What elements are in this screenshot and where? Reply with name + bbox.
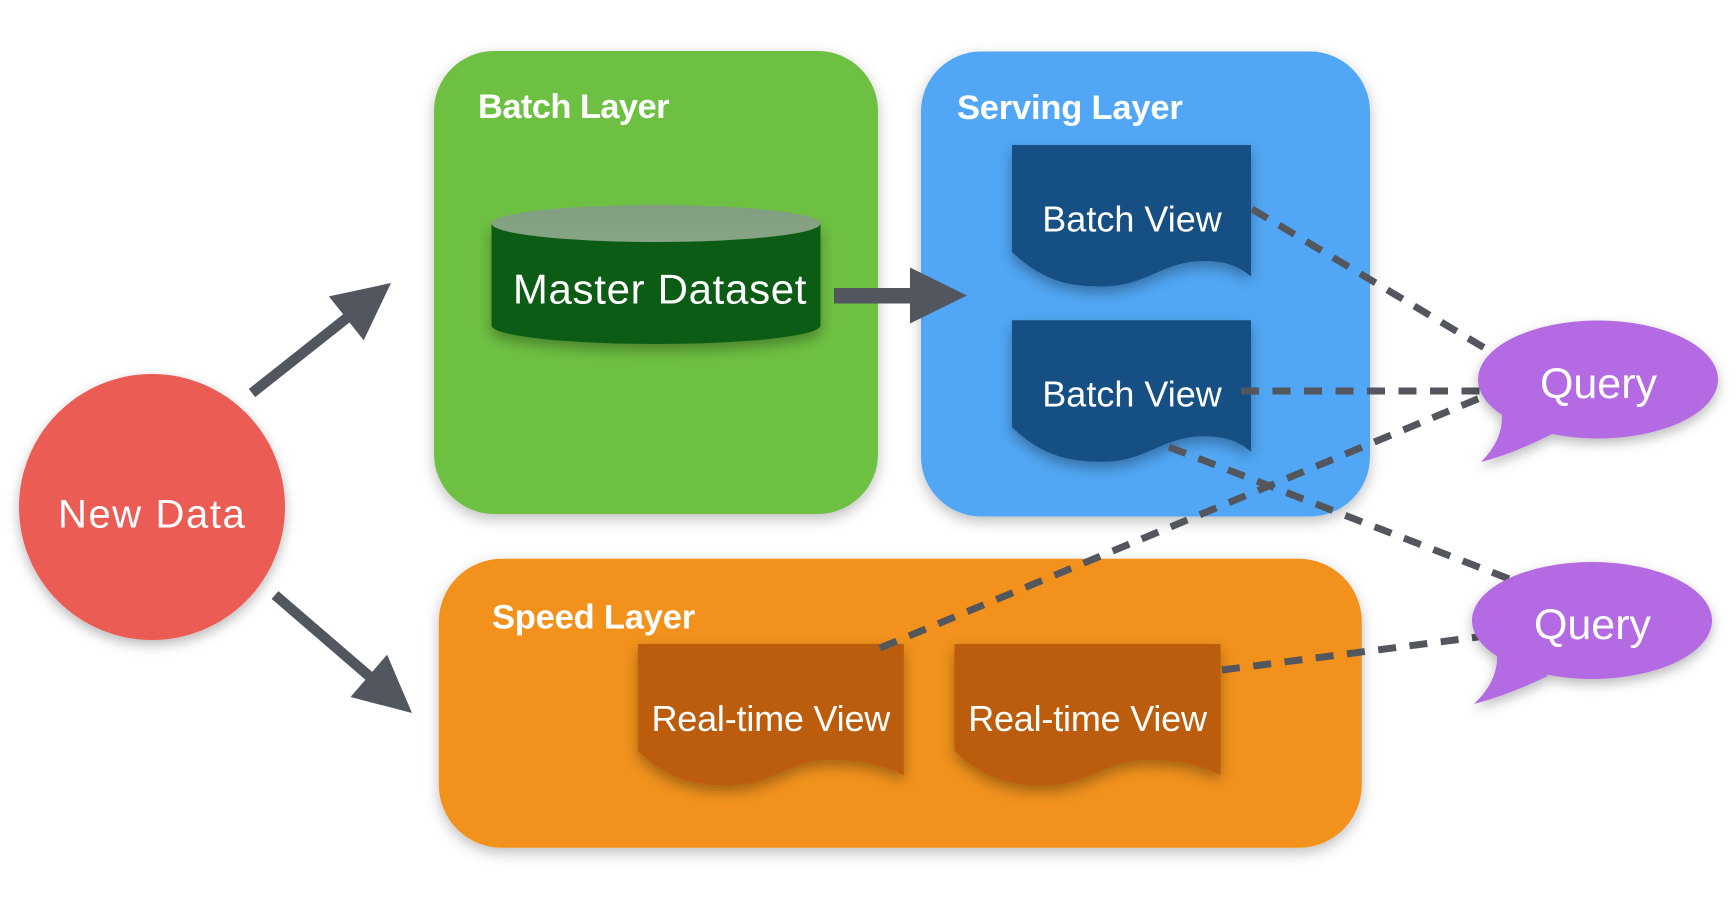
svg-text:Master Dataset: Master Dataset bbox=[513, 266, 807, 313]
svg-text:Speed Layer: Speed Layer bbox=[492, 599, 695, 637]
svg-text:Real-time View: Real-time View bbox=[651, 698, 891, 739]
svg-text:Query: Query bbox=[1534, 601, 1652, 649]
svg-text:Batch View: Batch View bbox=[1042, 373, 1222, 414]
svg-text:Real-time View: Real-time View bbox=[968, 698, 1208, 739]
svg-text:Query: Query bbox=[1540, 360, 1658, 408]
svg-text:Serving Layer: Serving Layer bbox=[957, 89, 1183, 127]
svg-text:Batch Layer: Batch Layer bbox=[478, 88, 669, 126]
svg-text:New Data: New Data bbox=[58, 493, 246, 537]
svg-text:Batch View: Batch View bbox=[1042, 198, 1222, 239]
